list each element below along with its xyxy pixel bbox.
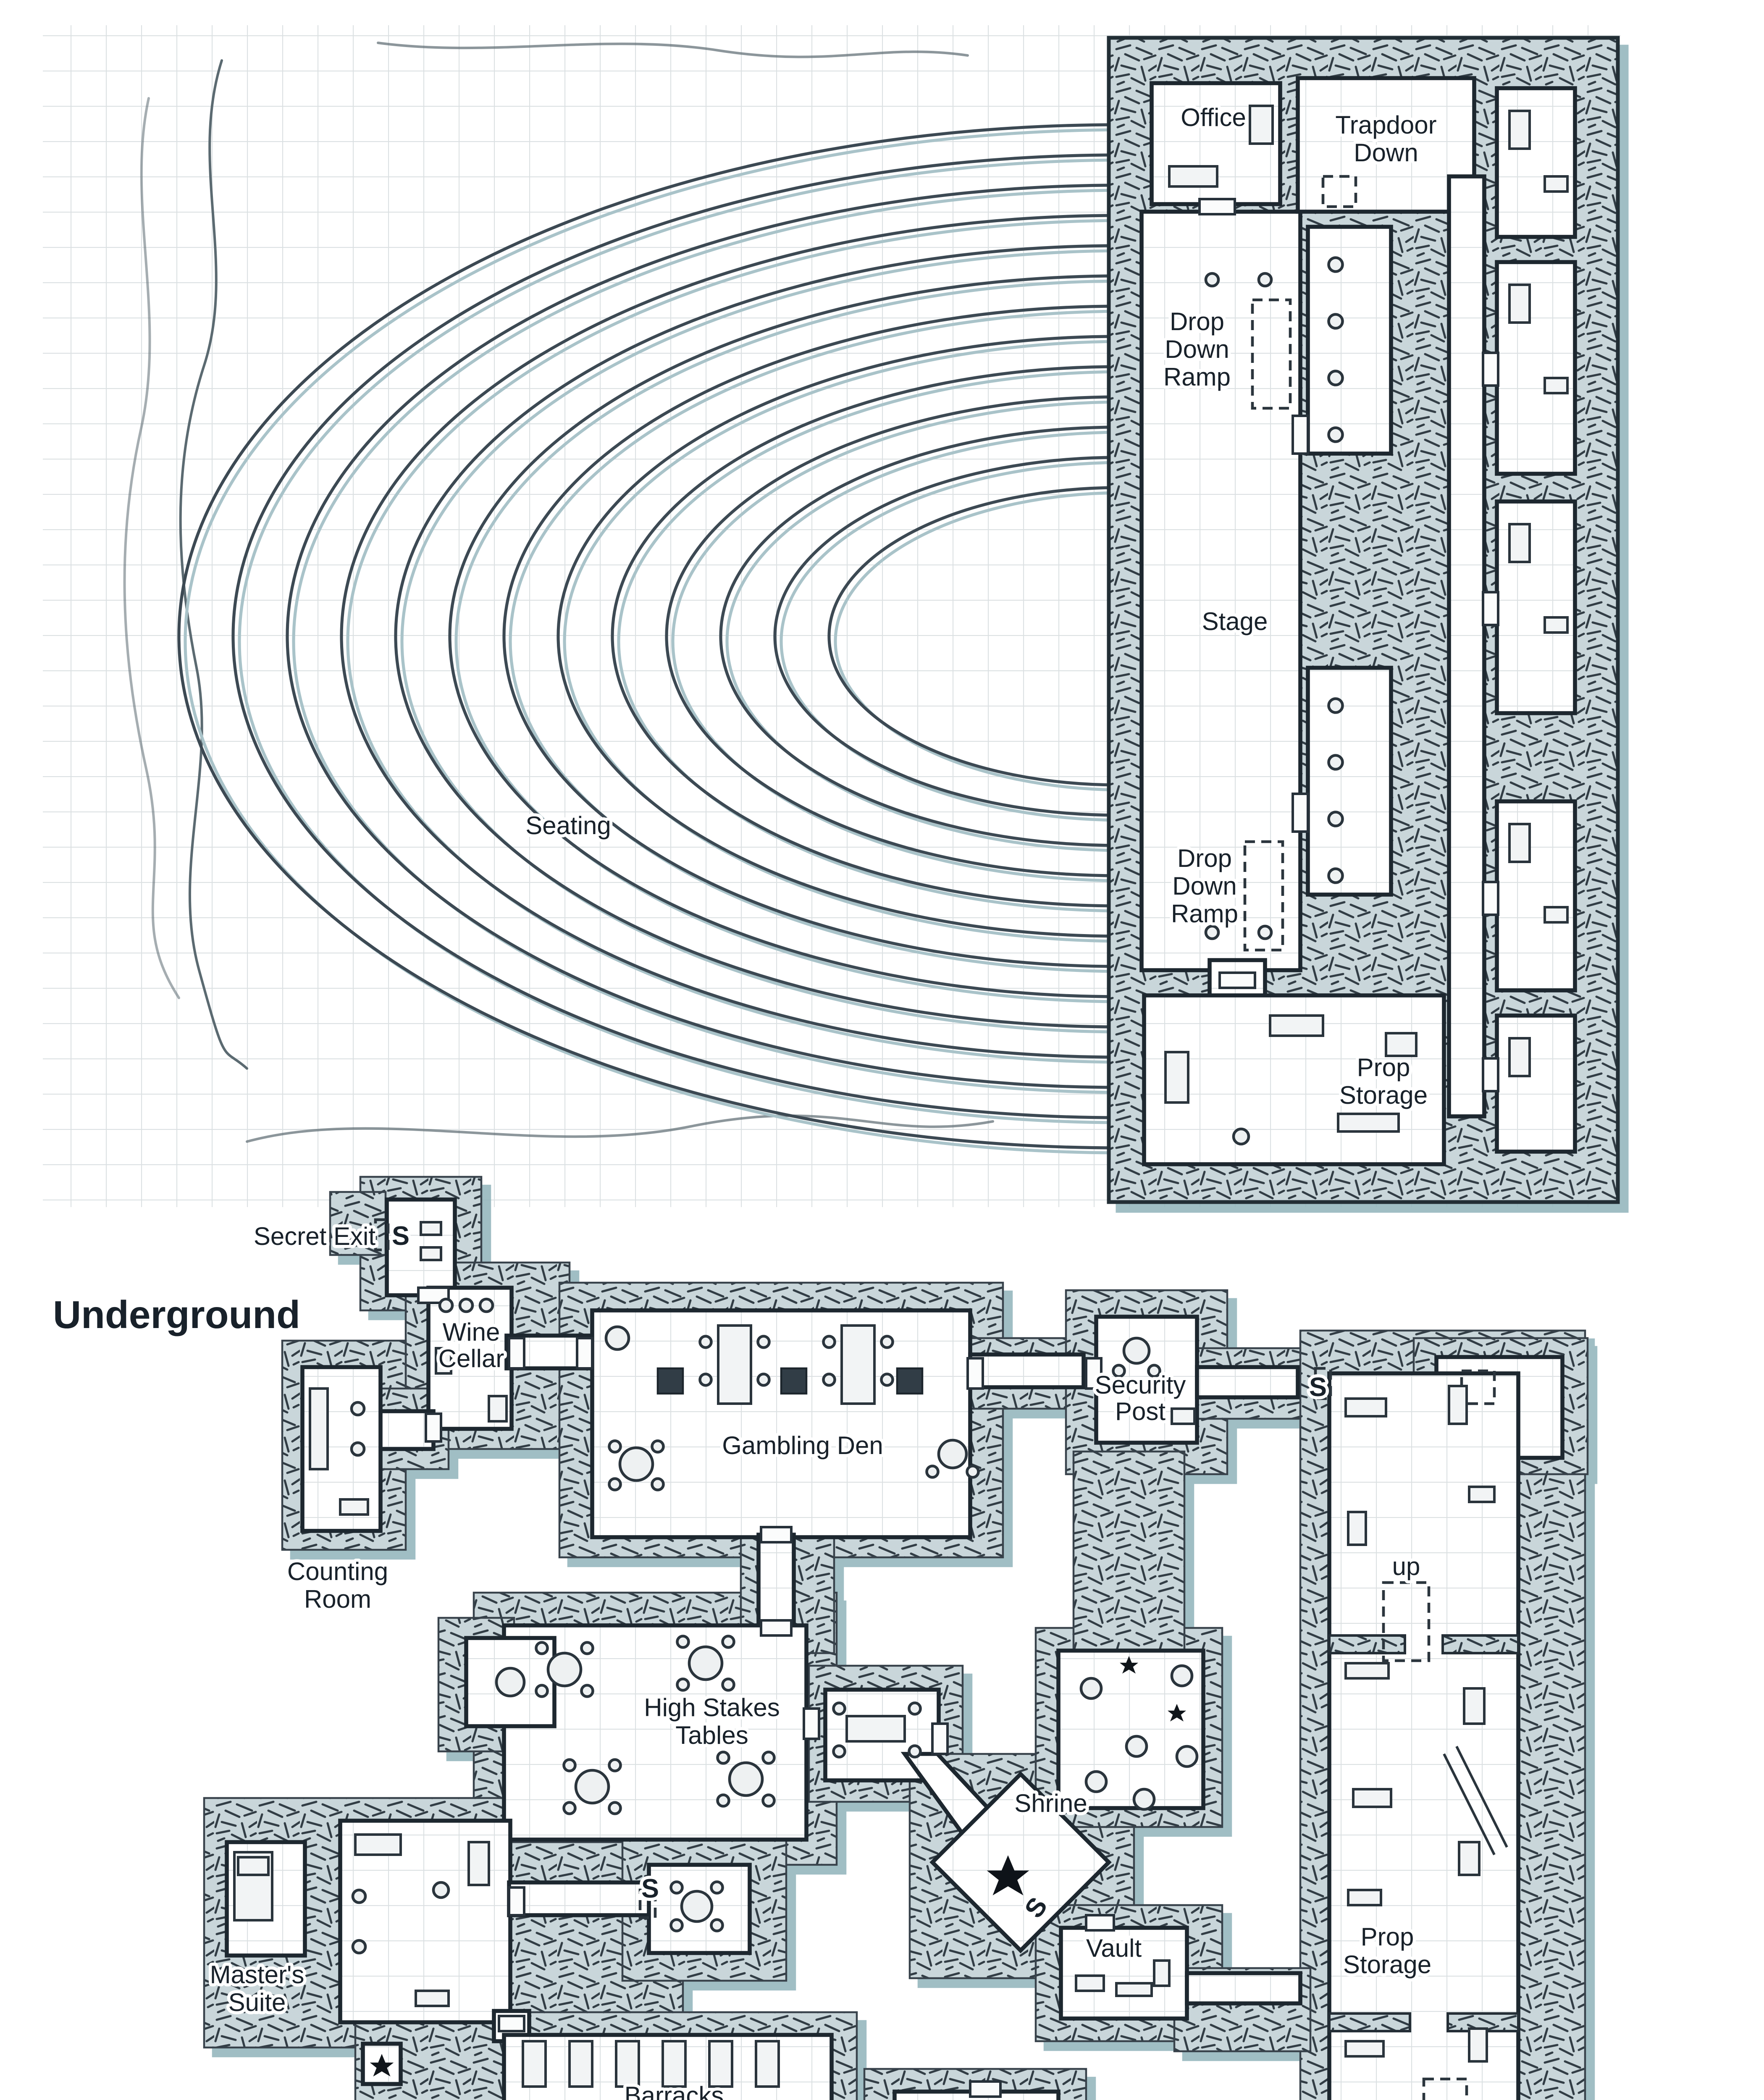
stairs-up-north-label: up	[1392, 1552, 1420, 1580]
ramp-north-label-line2: Down	[1165, 335, 1229, 363]
right-complex-hall	[1327, 1371, 1520, 2100]
backstage-corridor	[1447, 174, 1486, 1118]
masters-suite-label-line2: Suite	[228, 1988, 286, 2016]
secret-door-marker: S	[1309, 1373, 1327, 1402]
internal-wall	[1328, 1634, 1406, 1654]
corridor	[968, 1352, 1086, 1389]
prop-storage-label-line1: Prop	[1357, 1053, 1410, 1082]
stage-floor	[1139, 210, 1302, 972]
stairs-up-south	[1422, 2077, 1468, 2100]
terrain-contours	[123, 42, 994, 1143]
stage-wing-south	[1306, 666, 1393, 897]
trapdoor-label-line2: Down	[1354, 139, 1418, 167]
office-label: Office	[1181, 103, 1246, 131]
high-stakes-label-line2: Tables	[675, 1721, 748, 1749]
gambling-den-label: Gambling Den	[722, 1431, 883, 1460]
ug-prop-storage-label-line2: Storage	[1343, 1950, 1431, 1979]
wine-cellar-label-line2: Cellar	[438, 1344, 504, 1373]
secret-door-marker: S	[641, 1874, 659, 1903]
trapdoor-hatch	[1321, 175, 1357, 208]
stage-building: Office Trapdoor Down Drop Down Ramp Stag…	[1107, 36, 1620, 1204]
seating-label: Seating	[525, 811, 611, 840]
underground-doors	[374, 1218, 1332, 2098]
corridor	[1185, 1971, 1302, 2006]
underground-map: Secret Exit S Underground Wine Cellar Co…	[50, 1176, 1589, 2100]
stage-label: Stage	[1202, 607, 1268, 635]
ramp-south-label-line3: Ramp	[1171, 900, 1238, 928]
gambling-den-room	[590, 1308, 972, 1539]
counting-room-label-line1: Counting	[287, 1557, 388, 1586]
high-stakes-label-line1: High Stakes	[644, 1693, 780, 1722]
stage-wing-north	[1306, 225, 1393, 456]
prop-storage-label-line2: Storage	[1339, 1081, 1428, 1109]
underground-furniture	[233, 1221, 1508, 2100]
underground-rooms	[225, 1197, 1564, 2100]
ug-prop-storage-label-line1: Prop	[1361, 1923, 1414, 1951]
theater-furniture	[1164, 105, 1569, 1146]
internal-wall	[1441, 1634, 1520, 1654]
ramp-north-label-line1: Drop	[1170, 307, 1224, 336]
secret-door	[374, 1218, 390, 1252]
level-title: Underground	[53, 1293, 300, 1336]
corridor	[756, 1533, 796, 1633]
vault-label: Vault	[1086, 1934, 1142, 1962]
trapdoor-label-line1: Trapdoor	[1335, 111, 1436, 139]
ladder	[1443, 1746, 1508, 1856]
secret-door-marker: S	[392, 1221, 410, 1251]
dressing-room	[1495, 1013, 1577, 1154]
masters-suite-label-line1: Master's	[210, 1961, 304, 1989]
counting-room-label-line2: Room	[304, 1585, 371, 1613]
drop-down-ramp-north	[1251, 298, 1292, 410]
secret-door	[1314, 1367, 1332, 1400]
stairs-up-north	[1382, 1581, 1431, 1662]
secret-door	[638, 1888, 657, 1919]
trapdoor-landing	[1296, 76, 1476, 214]
wine-cellar-label-line1: Wine	[443, 1318, 500, 1346]
ramp-north-label-line3: Ramp	[1163, 363, 1231, 391]
theater-doors	[1198, 198, 1499, 1092]
drop-down-ramp-south	[1243, 840, 1284, 952]
secret-exit-label: Secret Exit	[254, 1222, 375, 1250]
corridor	[507, 1880, 662, 1917]
ramp-south-label-line2: Down	[1172, 872, 1236, 900]
security-post-label-line2: Post	[1115, 1397, 1166, 1425]
stairs-up-south-label: up	[1382, 2094, 1410, 2100]
shrine-room	[929, 1771, 1112, 1953]
security-post-label-line1: Security	[1095, 1371, 1186, 1399]
shrine-label: Shrine	[1014, 1789, 1087, 1817]
barracks-label: Barracks	[625, 2082, 724, 2100]
underground-labels: Secret Exit S Underground Wine Cellar Co…	[50, 1218, 1435, 2100]
amphitheater: Seating	[43, 25, 1620, 1207]
ramp-south-label-line1: Drop	[1177, 844, 1232, 872]
corridor	[1195, 1365, 1300, 1399]
internal-wall	[1328, 2012, 1411, 2032]
